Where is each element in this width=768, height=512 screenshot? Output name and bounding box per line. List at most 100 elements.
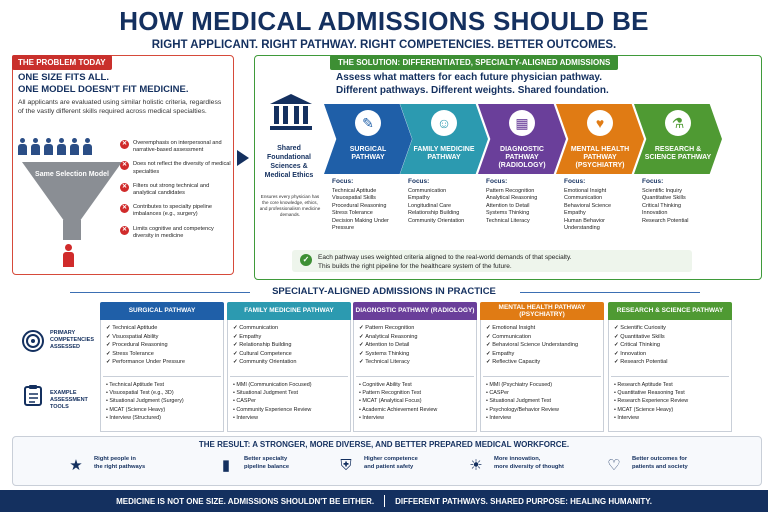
- focus-item: Empathy: [564, 210, 586, 216]
- problem-heading: ONE SIZE FITS ALL. ONE MODEL DOESN'T FIT…: [18, 72, 188, 96]
- competency-list: Scientific CuriosityQuantitative SkillsC…: [614, 324, 734, 367]
- column-divider: [356, 376, 474, 377]
- focus-item: Stress Tolerance: [332, 210, 373, 216]
- tool-item: Interview: [614, 414, 734, 422]
- issue-item: ✕Does not reflect the diversity of medic…: [120, 161, 231, 175]
- competency-item: Procedural Reasoning: [106, 341, 226, 350]
- focus-item: Technical Literacy: [486, 217, 530, 224]
- pathway-icon-circle: [431, 110, 457, 136]
- tool-item: Quantitative Reasoning Test: [614, 389, 734, 397]
- xray-icon: ▦: [515, 115, 529, 131]
- solution-heading-line2: Different pathways. Different weights. S…: [336, 84, 609, 96]
- tool-item: MMI (Psychiatry Focused): [486, 381, 606, 389]
- competency-item: Performance Under Pressure: [106, 358, 226, 367]
- result-item-line1: Higher competence: [364, 456, 418, 462]
- tool-item: MCAT (Science Heavy): [106, 406, 226, 414]
- competencies-row-label: PRIMARY COMPETENCIES ASSESSED: [50, 330, 95, 350]
- competency-item: Visuospatial Ability: [106, 333, 226, 342]
- tool-item: MCAT (Science Heavy): [614, 406, 734, 414]
- result-item-line2: more diversity of thought: [494, 463, 564, 470]
- focus-item: Procedural Reasoning: [332, 202, 387, 209]
- focus-item: Community Orientation: [408, 217, 465, 224]
- focus-item: Visuospatial Skills: [332, 195, 376, 201]
- x-icon: ✕: [120, 225, 129, 235]
- competency-item: Innovation: [614, 350, 734, 359]
- practice-column-header: RESEARCH & SCIENCE PATHWAY: [608, 302, 732, 320]
- scalpel-icon: ✎: [362, 115, 374, 131]
- focus-item: Relationship Building: [408, 210, 460, 216]
- focus-label: Focus:: [408, 178, 430, 185]
- foundation-title: Shared Foundational Sciences & Medical E…: [264, 145, 314, 179]
- building-columns-icon: [270, 94, 312, 130]
- issue-item: ✕Overemphasis on interpersonal and narra…: [120, 140, 222, 154]
- check-circle-icon: ✓: [300, 254, 312, 266]
- focus-item: Emotional Insight: [564, 187, 607, 194]
- competency-item: Communication: [233, 324, 353, 333]
- tool-item: Research Aptitude Test: [614, 381, 734, 389]
- focus-item: Behavioral Science: [564, 202, 612, 209]
- lightbulb-icon: ☀: [469, 457, 483, 474]
- tool-item: Interview (Structured): [106, 414, 226, 422]
- competency-item: Pattern Recognition: [359, 324, 479, 333]
- practice-column-header: FAMILY MEDICINE PATHWAY: [227, 302, 351, 320]
- problem-heading-line2: ONE MODEL DOESN'T FIT MEDICINE.: [18, 84, 189, 95]
- practice-column-box: [608, 320, 732, 432]
- solution-tag: THE SOLUTION: DIFFERENTIATED, SPECIALTY-…: [330, 55, 619, 70]
- x-icon: ✕: [120, 204, 129, 214]
- focus-item: Research Potential: [642, 217, 689, 224]
- focus-item: Decision Making Under Pressure: [332, 217, 389, 232]
- tool-item: Interview: [233, 414, 353, 422]
- issue-item: ✕Contributes to specialty pipeline imbal…: [120, 204, 212, 218]
- footer-right: DIFFERENT PATHWAYS. SHARED PURPOSE: HEAL…: [395, 496, 652, 506]
- focus-item: Technical Aptitude: [332, 187, 377, 194]
- focus-item: Human Behavior Understanding: [564, 217, 605, 232]
- x-icon: ✕: [120, 182, 129, 192]
- result-title: THE RESULT: A STRONGER, MORE DIVERSE, AN…: [198, 440, 570, 449]
- focus-item: Critical Thinking: [642, 202, 682, 209]
- tool-item: Visuospatial Test (e.g., 3D): [106, 389, 226, 397]
- tools-row-label: EXAMPLE ASSESSMENT TOOLS: [50, 390, 88, 410]
- competency-item: Scientific Curiosity: [614, 324, 734, 333]
- competency-list: CommunicationEmpathyRelationship Buildin…: [233, 324, 353, 367]
- result-panel: [12, 436, 762, 486]
- footer-left: MEDICINE IS NOT ONE SIZE. ADMISSIONS SHO…: [116, 496, 375, 506]
- column-divider: [483, 376, 601, 377]
- problem-heading-line1: ONE SIZE FITS ALL.: [18, 72, 109, 83]
- focus-item: Quantitative Skills: [642, 195, 686, 201]
- focus-item: Communication: [408, 187, 447, 194]
- competency-item: Community Orientation: [233, 358, 353, 367]
- problem-tag: THE PROBLEM TODAY: [12, 55, 112, 70]
- problem-description: All applicants are evaluated using simil…: [18, 99, 222, 115]
- tool-list: MMI (Psychiatry Focused)CASPerSituationa…: [486, 381, 606, 422]
- practice-column-header: SURGICAL PATHWAY: [100, 302, 224, 320]
- result-item: More innovation,more diversity of though…: [494, 456, 564, 471]
- competency-item: Communication: [486, 333, 606, 342]
- practice-title: SPECIALTY-ALIGNED ADMISSIONS IN PRACTICE: [0, 286, 768, 297]
- problem-issues-list: ✕Overemphasis on interpersonal and narra…: [120, 140, 232, 247]
- page-title: HOW MEDICAL ADMISSIONS SHOULD BE: [119, 6, 649, 36]
- focus-item: Empathy: [408, 195, 430, 201]
- competency-item: Critical Thinking: [614, 341, 734, 350]
- competency-item: Quantitative Skills: [614, 333, 734, 342]
- competency-list: Emotional InsightCommunicationBehavioral…: [486, 324, 606, 367]
- clipboard-icon: [24, 385, 42, 406]
- issue-item: ✕Limits cognitive and competency diversi…: [120, 225, 214, 239]
- focus-item: Scientific Inquiry: [642, 187, 683, 194]
- focus-label: Focus:: [332, 178, 354, 185]
- result-item-line1: Right people in: [94, 456, 136, 462]
- issue-item: ✕Filters out strong technical and analyt…: [120, 182, 210, 197]
- heart-hands-icon: ♡: [607, 457, 621, 474]
- result-item-line1: Better outcomes for: [632, 456, 688, 462]
- competency-item: Empathy: [486, 350, 606, 359]
- focus-item: Analytical Reasoning: [486, 195, 538, 201]
- tool-list: MMI (Communication Focused)Situational J…: [233, 381, 353, 422]
- focus-label: Focus:: [642, 178, 664, 185]
- tool-item: Cognitive Ability Test: [359, 381, 479, 389]
- competency-item: Systems Thinking: [359, 350, 479, 359]
- funnel-stem: [63, 220, 81, 240]
